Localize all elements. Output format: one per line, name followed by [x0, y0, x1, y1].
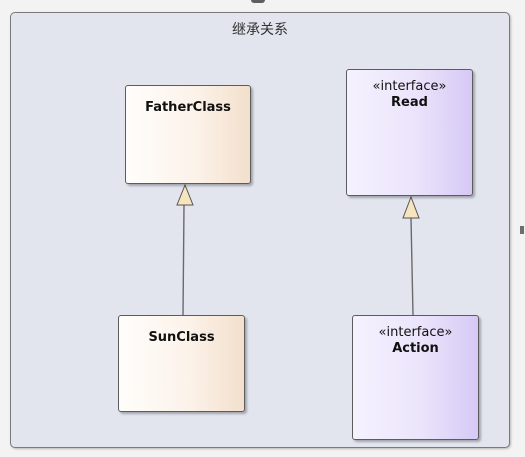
interface-box-read[interactable]: «interface» Read: [346, 69, 473, 196]
interface-stereotype: «interface»: [372, 79, 447, 94]
generalization-arrowhead-fatherclass: [176, 183, 194, 206]
top-handle: [251, 0, 265, 3]
generalization-line-action-read[interactable]: [410, 217, 414, 316]
generalization-arrowhead-read: [402, 195, 420, 219]
resize-handle[interactable]: [520, 226, 524, 234]
class-name: FatherClass: [145, 100, 231, 115]
generalization-line-sunclass-fatherclass[interactable]: [182, 204, 185, 316]
interface-box-action[interactable]: «interface» Action: [352, 315, 479, 440]
interface-stereotype: «interface»: [378, 325, 453, 340]
class-box-fatherclass[interactable]: FatherClass: [125, 85, 251, 184]
class-name: SunClass: [148, 330, 215, 345]
interface-name: Read: [391, 95, 428, 110]
interface-name: Action: [392, 341, 439, 356]
frame-title: 继承关系: [232, 22, 288, 38]
class-box-sunclass[interactable]: SunClass: [118, 315, 245, 412]
